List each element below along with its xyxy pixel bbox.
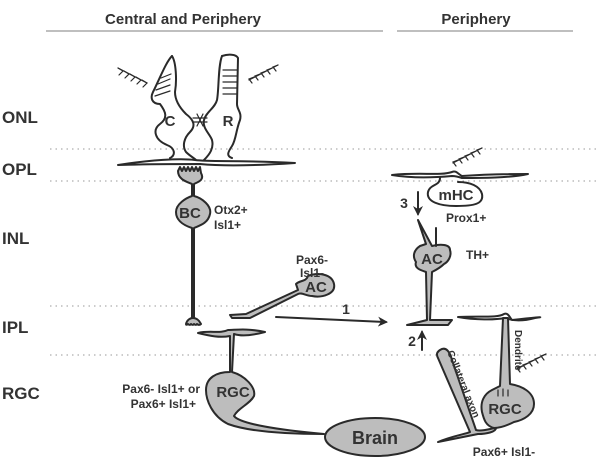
rgc-periphery-dendrite-arbor	[457, 312, 542, 322]
layer-label-onl: ONL	[2, 108, 38, 127]
amacrine-central-marker-isl1: Isl1-	[300, 266, 324, 280]
header-periphery: Periphery	[441, 11, 511, 28]
mhc-marker-prox1: Prox1+	[446, 211, 486, 225]
dendrite-label: Dendrite	[512, 330, 523, 371]
light-arrows-left-icon	[117, 67, 148, 88]
bipolar-terminal	[185, 317, 202, 326]
mhc-label: mHC	[438, 187, 473, 204]
light-arrows-mhc-icon	[452, 147, 483, 167]
amacrine-periphery-label: AC	[421, 251, 443, 268]
arrow-1	[275, 316, 388, 327]
bipolar-cell: BC	[175, 166, 212, 326]
horizontal-cell-mhc: mHC	[391, 170, 529, 207]
header-central-periphery: Central and Periphery	[105, 11, 262, 28]
rgc-central-marker-2: Pax6+ Isl1+	[131, 397, 196, 411]
light-arrows-right-icon	[248, 64, 279, 84]
amacrine-central-marker-pax6: Pax6-	[296, 253, 328, 267]
arrow-3-label: 3	[400, 195, 408, 211]
amacrine-cell-central: AC	[229, 273, 336, 319]
amacrine-periphery-marker-th: TH+	[466, 248, 489, 262]
arrow-1-label: 1	[342, 301, 350, 317]
light-arrows-rgc-icon	[516, 353, 547, 373]
cone-photoreceptor: C	[150, 55, 197, 161]
layer-label-ipl: IPL	[2, 318, 28, 337]
rgc-central-label: RGC	[216, 384, 250, 401]
amacrine-central-label: AC	[305, 279, 327, 296]
brain-label: Brain	[352, 428, 398, 448]
opl-processes	[117, 158, 296, 167]
layer-label-opl: OPL	[2, 160, 37, 179]
rod-photoreceptor: R	[202, 53, 242, 161]
brain	[324, 417, 426, 457]
rgc-periphery-markers: Pax6+ Isl1-	[473, 445, 535, 459]
bipolar-cell-label: BC	[179, 205, 201, 222]
rgc-periphery-label: RGC	[488, 401, 522, 418]
rod-label: R	[223, 113, 234, 130]
amacrine-cell-periphery: AC	[406, 219, 453, 326]
synapse-icon	[192, 113, 208, 127]
layer-label-inl: INL	[2, 229, 29, 248]
bipolar-marker-isl1: Isl1+	[214, 218, 241, 232]
cone-label: C	[165, 113, 176, 130]
layer-label-rgc: RGC	[2, 384, 40, 403]
bipolar-marker-otx2: Otx2+	[214, 203, 248, 217]
rgc-central: RGC	[197, 328, 325, 435]
arrow-2-label: 2	[408, 333, 416, 349]
rgc-periphery: RGC	[435, 312, 542, 443]
rgc-periphery-dendrite-roots	[497, 388, 509, 397]
rgc-central-marker-1: Pax6- Isl1+ or	[122, 382, 200, 396]
